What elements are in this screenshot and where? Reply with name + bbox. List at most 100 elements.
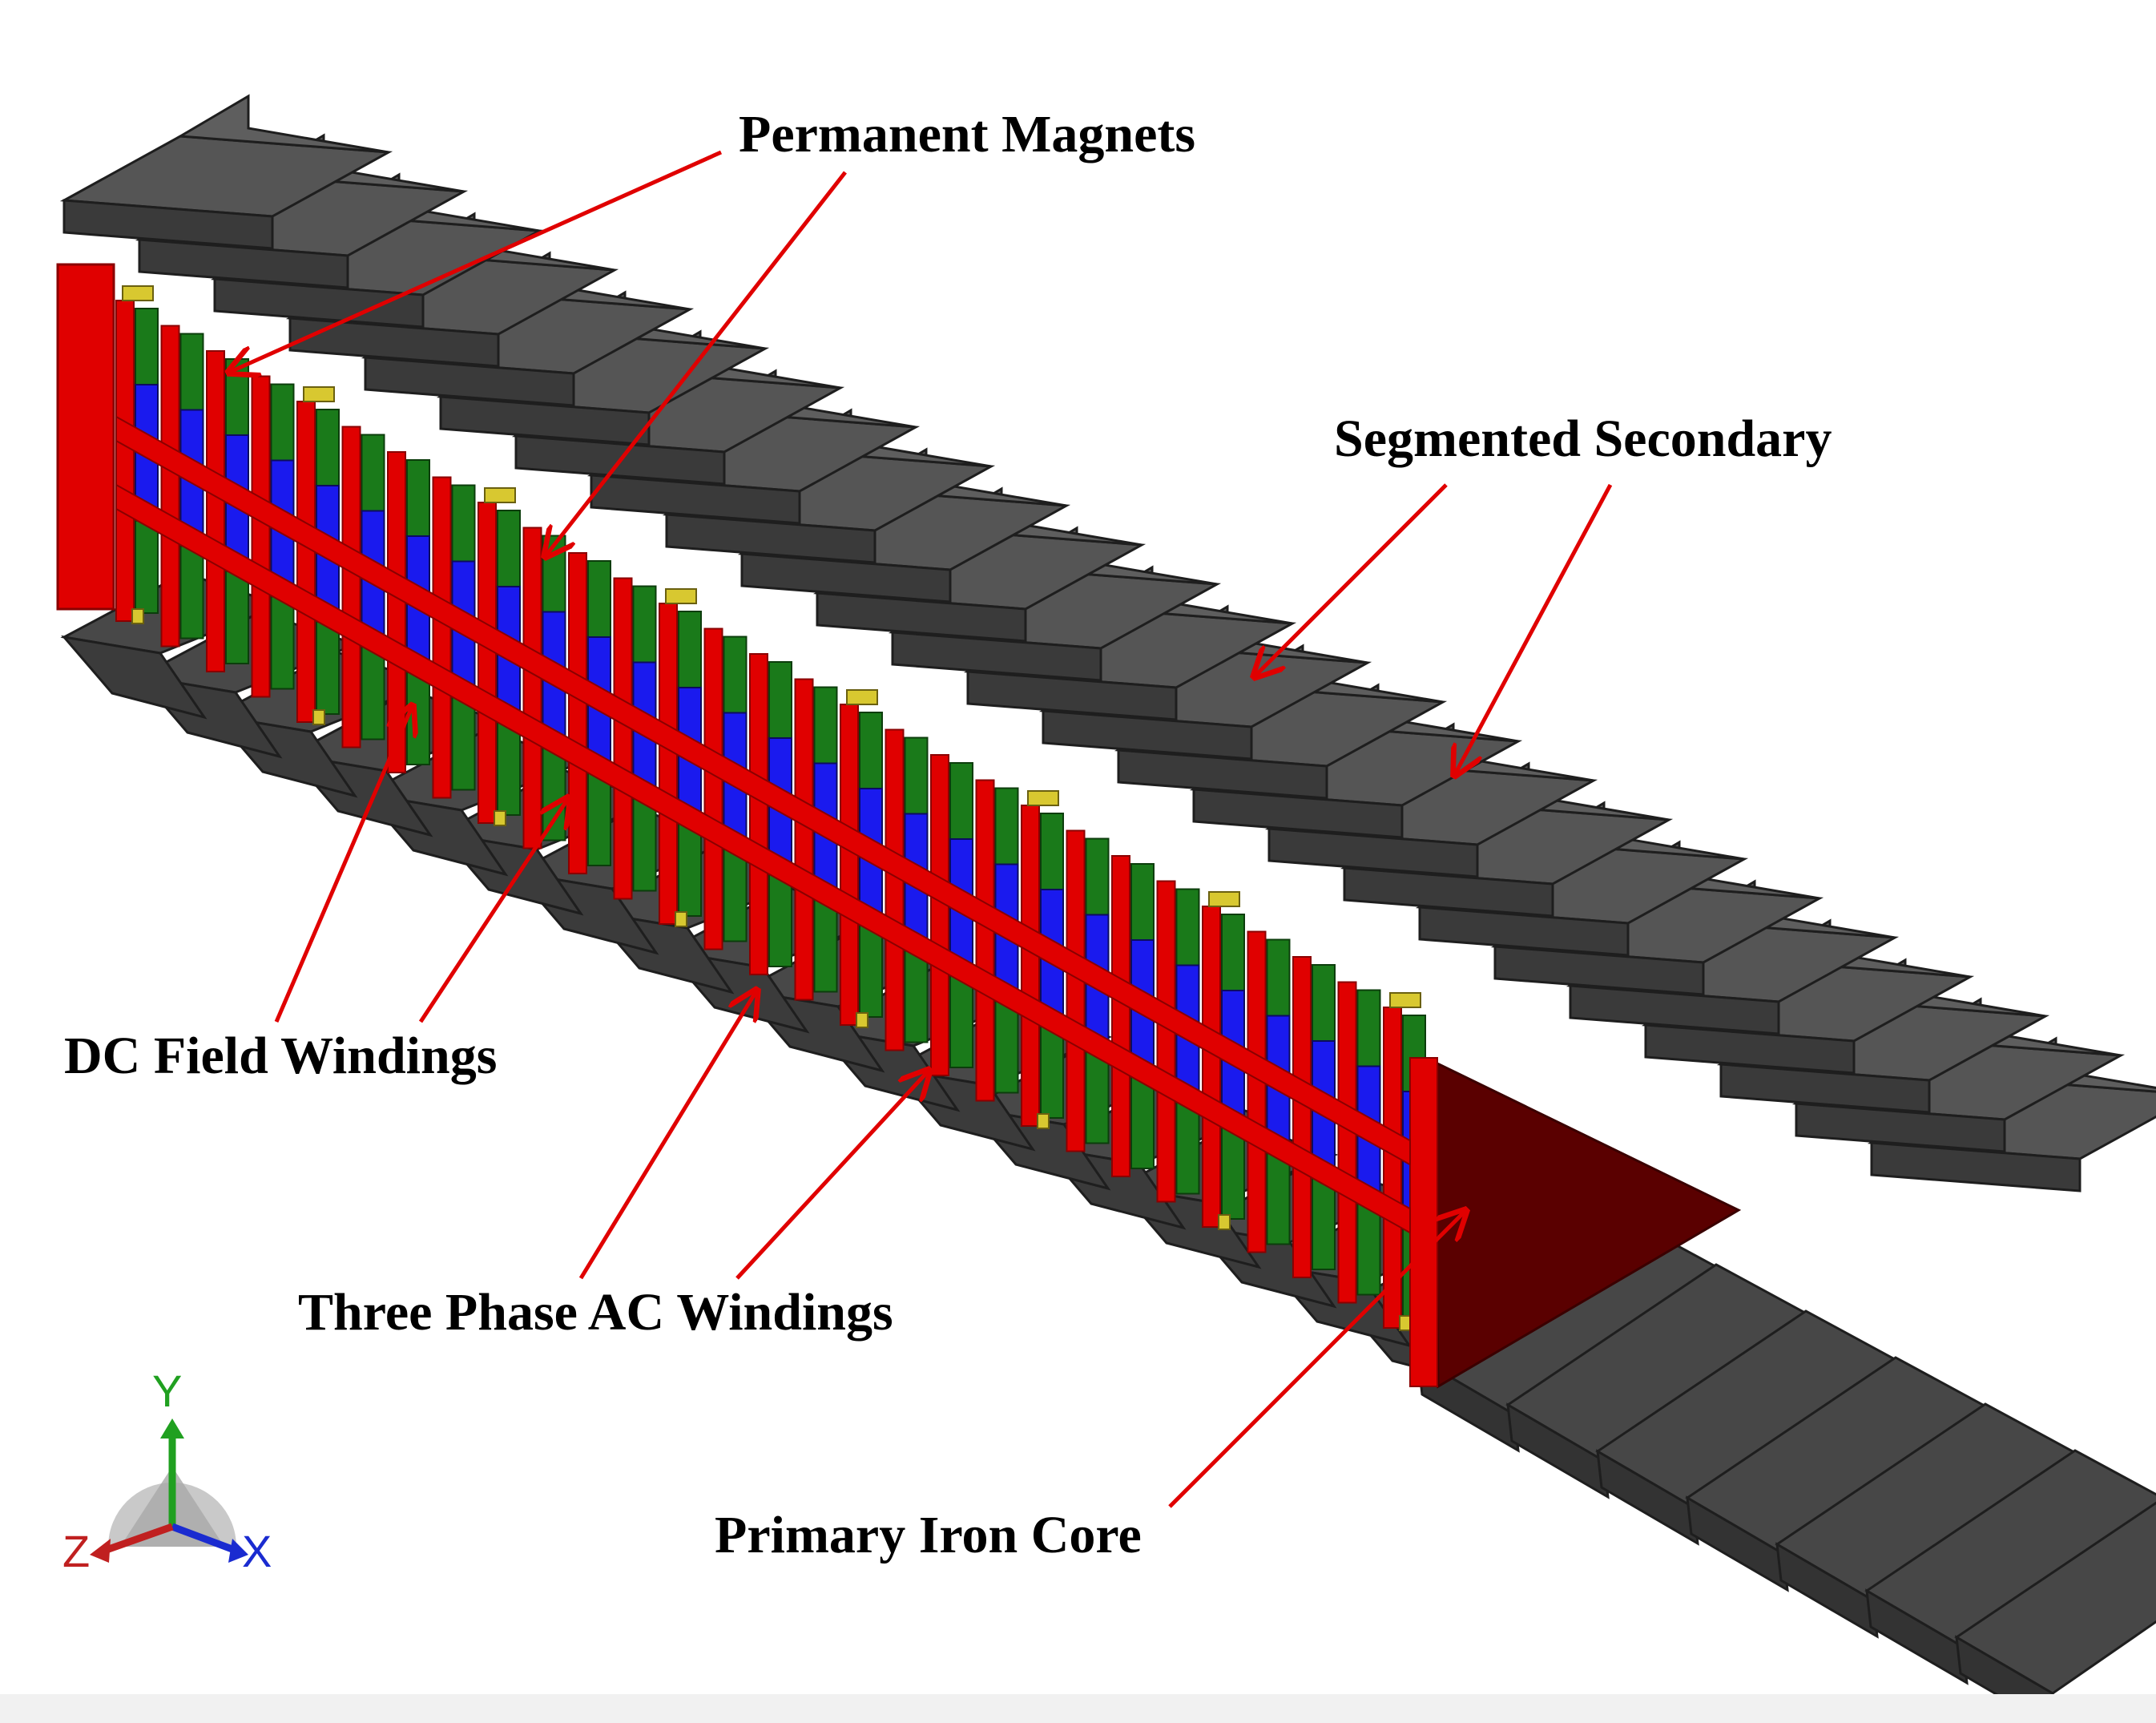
ac-winding-green xyxy=(497,510,521,587)
upper-segment-front-face xyxy=(1870,1141,2081,1192)
upper-segment-front-face xyxy=(1117,749,1328,800)
arrow-permanent-magnets-2 xyxy=(545,171,847,557)
arrow-dc-field-2 xyxy=(418,797,569,1023)
permanent-magnet xyxy=(1027,790,1059,806)
iron-core-tooth xyxy=(703,627,723,950)
iron-core-tooth xyxy=(478,502,497,824)
lower-flat-strip-edge xyxy=(1506,1402,1610,1499)
ac-winding-green xyxy=(587,773,611,866)
ac-winding-green xyxy=(542,747,566,841)
ac-winding-green xyxy=(270,383,295,462)
label-segmented-secondary: Segmented Secondary xyxy=(1334,410,1832,468)
x-axis-label: X xyxy=(242,1526,272,1576)
iron-core-tooth xyxy=(387,451,406,773)
ac-winding-green xyxy=(1040,1025,1064,1119)
ac-winding-green xyxy=(497,722,521,816)
upper-segment-front-face xyxy=(1042,709,1253,761)
ac-winding-green xyxy=(723,636,748,714)
ac-winding-green xyxy=(768,874,792,967)
ac-winding-green xyxy=(587,560,611,638)
ac-winding-green xyxy=(994,999,1019,1094)
primary-end-plate xyxy=(1409,1057,1438,1387)
ac-winding-green xyxy=(1175,888,1200,966)
iron-core-tooth xyxy=(160,325,180,648)
upper-segment-front-face xyxy=(1795,1102,2006,1153)
ac-winding-green xyxy=(135,308,159,385)
iron-core-tooth xyxy=(975,779,995,1102)
upper-segment-front-face xyxy=(364,356,575,407)
upper-segment-front-face xyxy=(288,317,500,368)
iron-core-tooth xyxy=(794,678,814,1001)
permanent-magnet-bottom xyxy=(856,1012,868,1028)
upper-segment-front-face xyxy=(1267,827,1479,878)
upper-segment-front-face xyxy=(966,670,1178,721)
ac-winding-green xyxy=(904,949,929,1043)
axes-triad: Y Z X xyxy=(62,1366,272,1576)
ac-winding-green xyxy=(1175,1100,1200,1195)
ac-winding-green xyxy=(361,434,385,512)
ac-winding-green xyxy=(361,646,385,740)
ac-winding-green xyxy=(859,924,883,1018)
permanent-magnet xyxy=(122,285,154,301)
permanent-magnet-bottom xyxy=(1037,1113,1050,1129)
ac-winding-green xyxy=(179,545,204,640)
ac-winding-green xyxy=(406,672,430,765)
ac-winding-green xyxy=(1266,1151,1291,1245)
upper-segment-front-face xyxy=(138,238,349,289)
iron-core-tooth xyxy=(613,577,633,900)
iron-core-tooth xyxy=(1156,880,1176,1203)
ac-winding-green xyxy=(904,736,929,815)
upper-segment-front-face xyxy=(1644,1023,1856,1075)
ac-winding-green xyxy=(179,333,204,411)
permanent-magnet-bottom xyxy=(494,810,506,826)
upper-segment-front-face xyxy=(1192,788,1404,839)
ac-winding-green xyxy=(135,520,159,614)
x-axis-line xyxy=(171,1523,238,1555)
arrow-permanent-magnets-1 xyxy=(228,150,723,373)
ac-winding-green xyxy=(723,848,748,942)
upper-segment-front-face xyxy=(816,591,1027,643)
label-permanent-magnets: Permanent Magnets xyxy=(739,105,1196,163)
permanent-magnet xyxy=(1389,992,1421,1008)
iron-core-tooth xyxy=(115,300,135,622)
upper-segment-front-face xyxy=(1418,906,1630,957)
primary-back-end-plate xyxy=(56,263,115,611)
iron-core-tooth xyxy=(930,754,949,1076)
arrow-ac-windings-1 xyxy=(578,990,757,1280)
z-axis-label: Z xyxy=(62,1526,90,1576)
permanent-magnet xyxy=(303,386,335,402)
permanent-magnet-bottom xyxy=(131,608,144,624)
ac-winding-green xyxy=(678,823,702,917)
ac-winding-green xyxy=(451,696,476,791)
upper-segment-front-face xyxy=(1493,945,1705,996)
arrow-primary-iron-core xyxy=(1168,1210,1466,1508)
iron-core-tooth xyxy=(1202,906,1221,1228)
upper-segment-front-face xyxy=(439,395,651,446)
lower-flat-strip-edge xyxy=(1596,1449,1699,1546)
ac-winding-green xyxy=(1312,1176,1336,1270)
arrow-ac-windings-2 xyxy=(735,1070,929,1280)
arrow-segmented-secondary-2 xyxy=(1454,483,1613,776)
label-three-phase-ac-windings: Three Phase AC Windings xyxy=(298,1283,893,1342)
ac-winding-green xyxy=(1266,938,1291,1017)
ac-winding-green xyxy=(1221,914,1245,991)
ac-winding-green xyxy=(451,484,476,563)
iron-core-yoke-lower xyxy=(115,483,1435,1248)
upper-segment-front-face xyxy=(740,552,952,603)
iron-core-tooth xyxy=(885,728,905,1051)
lower-segment-front-face xyxy=(61,635,208,720)
ac-winding-green xyxy=(859,712,883,789)
ac-winding-green xyxy=(768,661,792,739)
iron-core-tooth xyxy=(1337,981,1357,1304)
iron-core-tooth xyxy=(659,603,678,925)
ac-winding-green xyxy=(678,611,702,688)
permanent-magnet xyxy=(484,487,516,503)
upper-segment-front-face xyxy=(665,513,877,564)
upper-segment-ridge-face xyxy=(176,94,389,154)
primary-core-assembly xyxy=(115,285,1435,1331)
z-axis-line xyxy=(103,1523,174,1555)
arrow-segmented-secondary-1 xyxy=(1254,483,1448,677)
upper-segment-front-face xyxy=(1343,866,1554,918)
permanent-magnet xyxy=(665,588,697,604)
